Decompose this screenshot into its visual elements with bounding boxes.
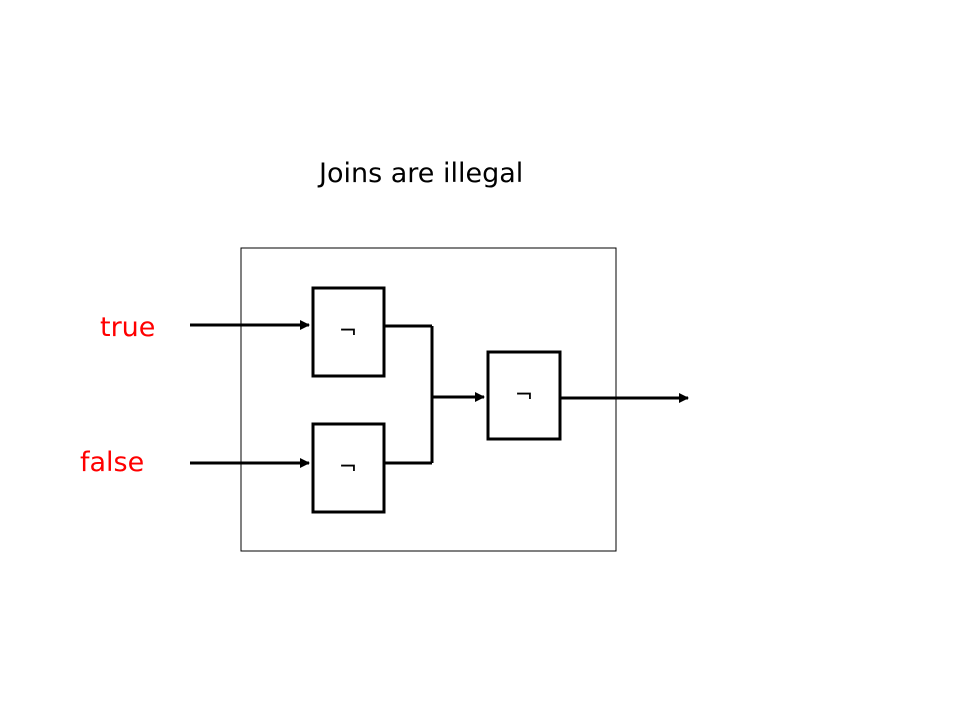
top-not-gate	[311, 286, 386, 378]
input-label-false: false	[80, 447, 145, 478]
right-not-symbol: ¬	[515, 383, 533, 408]
input-label-true: true	[100, 312, 156, 343]
diagram-title: Joins are illegal	[319, 158, 524, 189]
bottom-not-gate	[311, 422, 386, 514]
bottom-not-symbol: ¬	[339, 455, 357, 480]
right-not-gate	[486, 350, 562, 441]
top-not-symbol: ¬	[339, 319, 357, 344]
